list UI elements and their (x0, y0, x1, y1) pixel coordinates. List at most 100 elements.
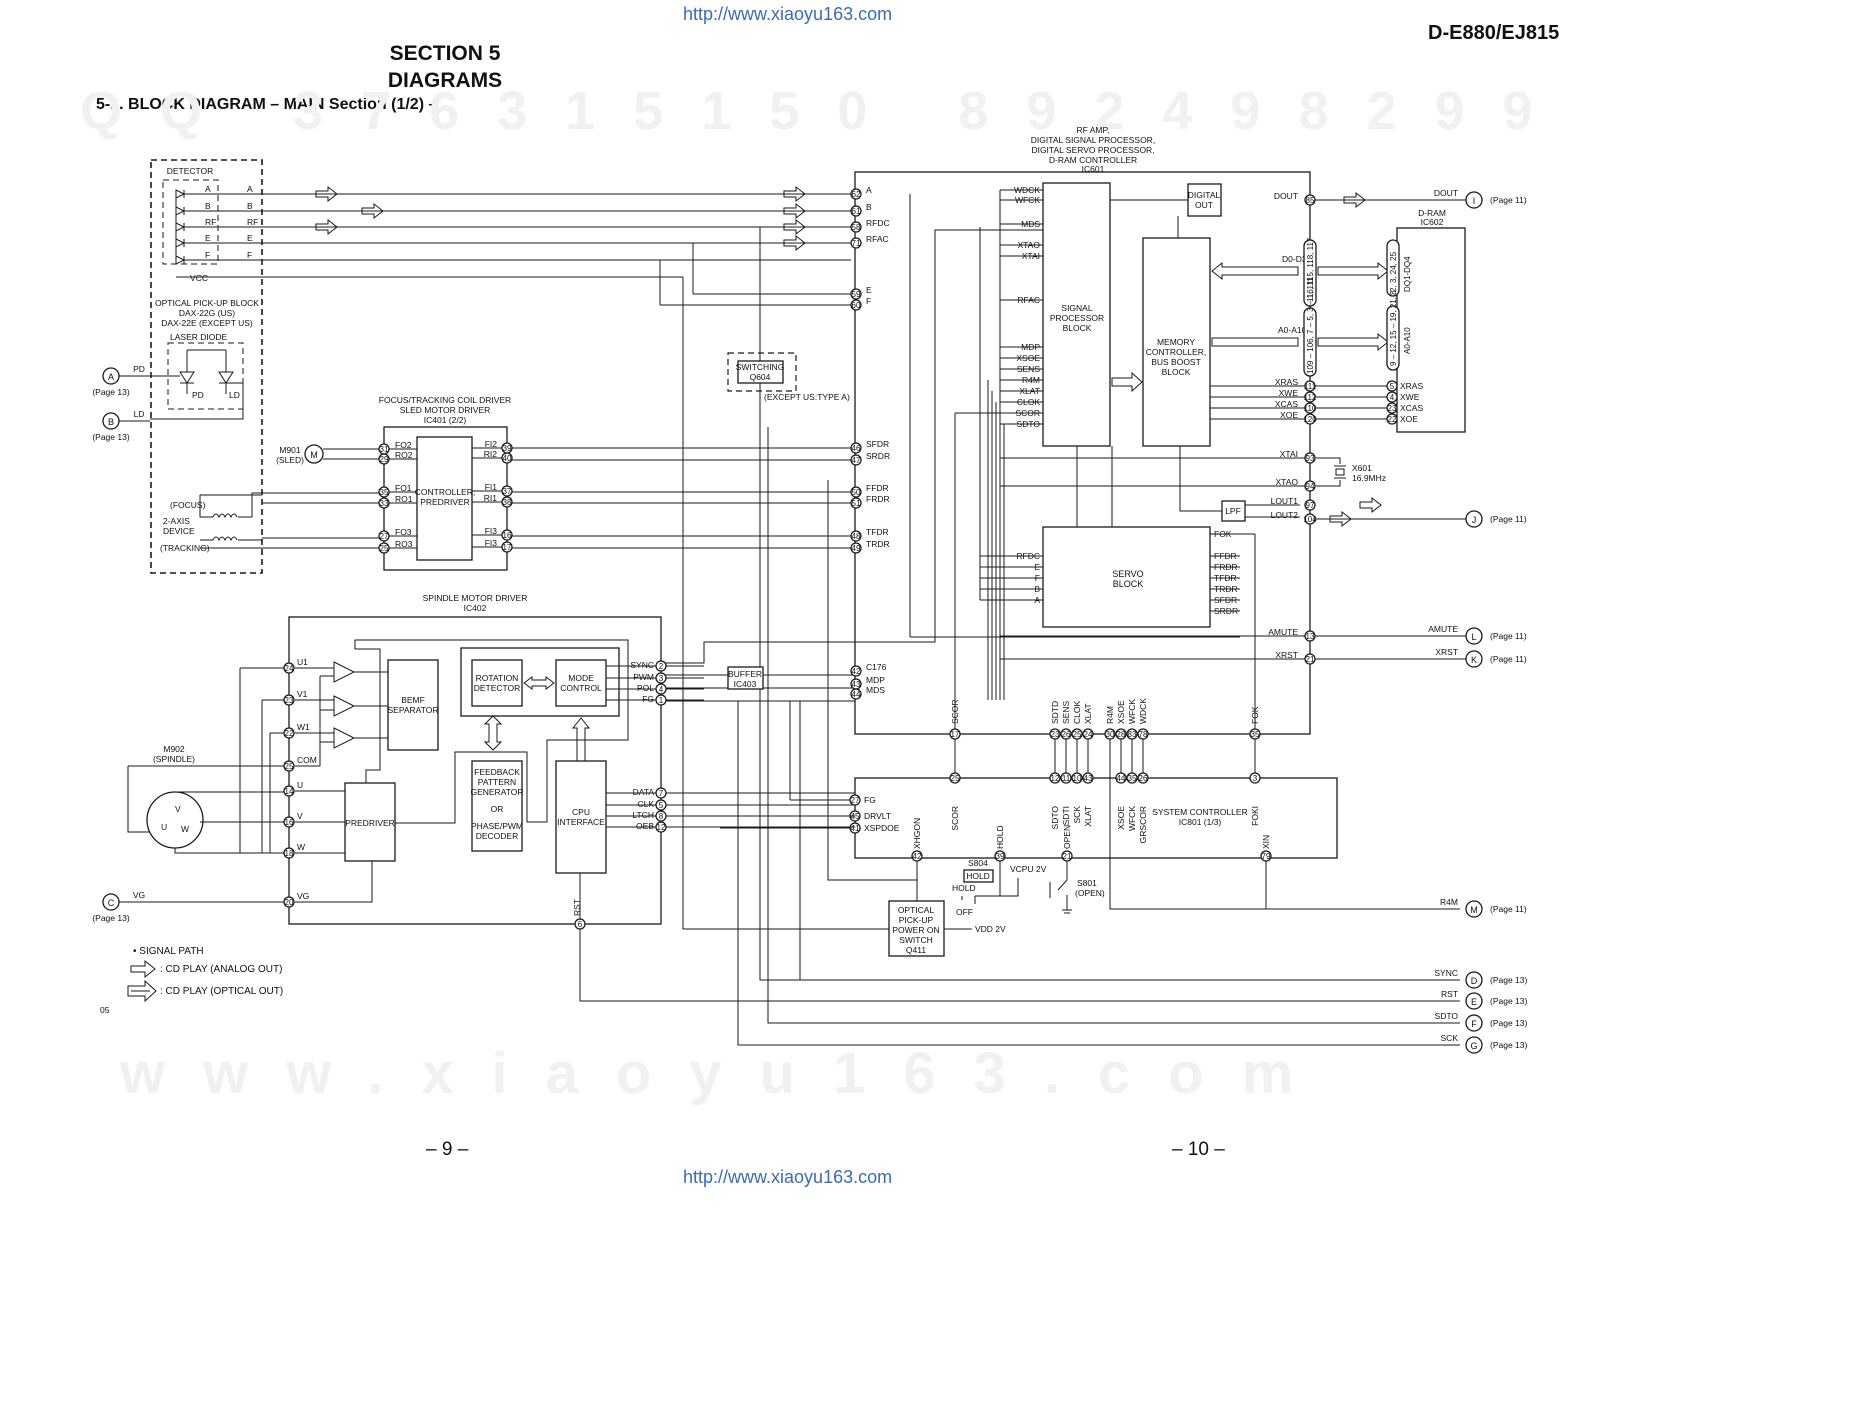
connector-right-g-letter: G (1470, 1041, 1477, 1051)
rotation-line2: DETECTOR (474, 683, 521, 693)
connector-right-k-letter: K (1471, 655, 1477, 665)
comparators (295, 661, 388, 903)
addr-bus-arrow (1211, 332, 1389, 352)
ic402-lsig-v: V (297, 811, 303, 821)
ic402-lpin-24: 24 (285, 664, 294, 673)
ic601-pin-44-circle (850, 688, 862, 700)
axis-device-line1: 2-AXIS (163, 516, 190, 526)
ic801-tsig-wfck: WFCK (1127, 806, 1137, 831)
ic401-lsig-fo3: FO3 (395, 527, 412, 537)
rotation-detector-block (471, 659, 523, 707)
ic601-pin-60: 60 (852, 301, 861, 310)
page-number-left: – 9 – (426, 1139, 469, 1160)
connector-right-d-circle[interactable] (1465, 971, 1483, 989)
optical-power-line3: POWER ON (892, 925, 939, 935)
ic402-lsig-v1: V1 (297, 689, 308, 699)
ic401-rpin-40: 40 (503, 454, 512, 463)
page-number-right: – 10 – (1172, 1139, 1225, 1160)
ic801-tsig-grscor: GRSCOR (1138, 806, 1148, 843)
ic401-rpin-16: 16 (503, 531, 512, 540)
ic402-rpin-4: 4 (659, 685, 664, 694)
ic801-tsig-sdto: SDTO (1050, 806, 1060, 830)
ic601-bsig-wfck: WFCK (1127, 699, 1137, 724)
sp-to-memory-arrow (1111, 371, 1143, 393)
ic601-bsig-sdtd: SDTD (1050, 701, 1060, 724)
connector-right-sig-f: SDTO (1435, 1011, 1459, 1021)
ic601-rsig-xtai: XTAI (1280, 449, 1298, 459)
ic601-sig-e: E (866, 285, 872, 295)
lpf-label: LPF (1225, 506, 1241, 516)
ic601-bpin-23-circle (1049, 728, 1061, 740)
ic601-sig-trdr: TRDR (866, 539, 890, 549)
ic601-bsig-wdck: WDCK (1138, 698, 1148, 724)
ic402-rst-pin: 6 (578, 920, 583, 929)
ic402-rpin-12: 12 (657, 823, 666, 832)
dram-pin-22: 22 (1388, 415, 1397, 424)
detector-diode-a (175, 189, 186, 199)
lpf-wires (1179, 446, 1300, 518)
connector-right-f-circle[interactable] (1465, 1014, 1483, 1032)
detector-diode-rf (175, 222, 186, 232)
feedback-line3: GENERATOR (470, 787, 523, 797)
cpu-line1: CPU (572, 807, 590, 817)
pickup-line2: DAX-22G (US) (179, 308, 235, 318)
ic801-tpin-44: 44 (1117, 774, 1126, 783)
connector-left-a-letter: A (108, 372, 114, 382)
dram-d-pins: 2, 3, 24, 25 (1389, 251, 1398, 292)
dram-d-pins-oval (1386, 239, 1400, 297)
pickup-line1: OPTICAL PICK-UP BLOCK (155, 298, 259, 308)
ic601-pin-48: 48 (852, 532, 861, 541)
watermark-site: www.xiaoyu163.com (120, 1041, 1332, 1106)
rotation-mode-frame (460, 647, 620, 717)
ic801-tsig-xlat: XLAT (1083, 806, 1093, 827)
ic601-rsig-lout2: LOUT2 (1271, 510, 1299, 520)
s804-hold-box[interactable] (963, 869, 994, 883)
pd-label: PD (192, 390, 204, 400)
switching-line1: SWITCHING (736, 362, 785, 372)
ic401-lsig-ro2: RO2 (395, 450, 413, 460)
dram-sig-xras: XRAS (1400, 381, 1423, 391)
ic601-sig-rfac: RFAC (866, 234, 889, 244)
m901-motor-letter: M (310, 450, 318, 460)
ic801-tpin-3: 3 (1253, 774, 1258, 783)
ic601-rpin-120: 120 (1303, 415, 1317, 424)
ic401-rpin-38: 38 (503, 498, 512, 507)
optical-pickup-outline (150, 159, 263, 574)
ic801-bpin-39-circle (994, 850, 1006, 862)
arrow-rf2 (783, 218, 806, 236)
ic601-rsig-xrst: XRST (1275, 650, 1298, 660)
bus-a-pins: 109 – 106, 7 – 5, 3 – 1, 111 (1306, 277, 1315, 374)
connector-right-l-letter: L (1471, 632, 1476, 642)
ic401-lsig-fo2: FO2 (395, 440, 412, 450)
ic801-lsig-xspdoe: XSPDOE (864, 823, 900, 833)
source-url-top[interactable]: http://www.xiaoyu163.com (683, 4, 893, 24)
ic801-tsig-foki: FOKI (1250, 806, 1260, 826)
ic601-pin-62: 62 (852, 190, 861, 199)
ic401-lsig-ro1: RO1 (395, 494, 413, 504)
ic601-rpin-112: 112 (1304, 393, 1317, 402)
legend-optical: : CD PLAY (OPTICAL OUT) (160, 986, 283, 997)
ic401-core (416, 436, 473, 561)
connector-right-e-circle[interactable] (1465, 992, 1483, 1010)
ic601-rpin-21: 21 (1306, 655, 1315, 664)
dram-title-line2: IC602 (1421, 217, 1444, 227)
connector-right-m-circle[interactable] (1465, 900, 1483, 918)
detector-diode-b (175, 206, 186, 216)
ic601-bpin-28-circle (1115, 728, 1127, 740)
memory-line1: MEMORY (1157, 337, 1195, 347)
connector-right-e-letter: E (1471, 997, 1477, 1007)
ic401-rsig-1: RI2 (484, 449, 498, 459)
source-url-bottom[interactable]: http://www.xiaoyu163.com (683, 1167, 893, 1187)
ic801-lpin-41: 41 (851, 824, 860, 833)
ic601-rpin-97-circle (1304, 499, 1316, 511)
pd-ld-wires (150, 375, 244, 420)
connector-right-g-circle[interactable] (1465, 1036, 1483, 1054)
mode-control-block (555, 659, 607, 707)
ic601-title-line4: D-RAM CONTROLLER (1049, 155, 1137, 165)
detector-vcc: VCC (190, 273, 208, 283)
ic401-rsig-2: FI1 (485, 482, 498, 492)
ic402-lpin-23: 23 (285, 696, 294, 705)
ic401-lpin-33: 33 (380, 499, 389, 508)
ic601-sig-f: F (866, 296, 871, 306)
m902-u: U (161, 822, 167, 832)
